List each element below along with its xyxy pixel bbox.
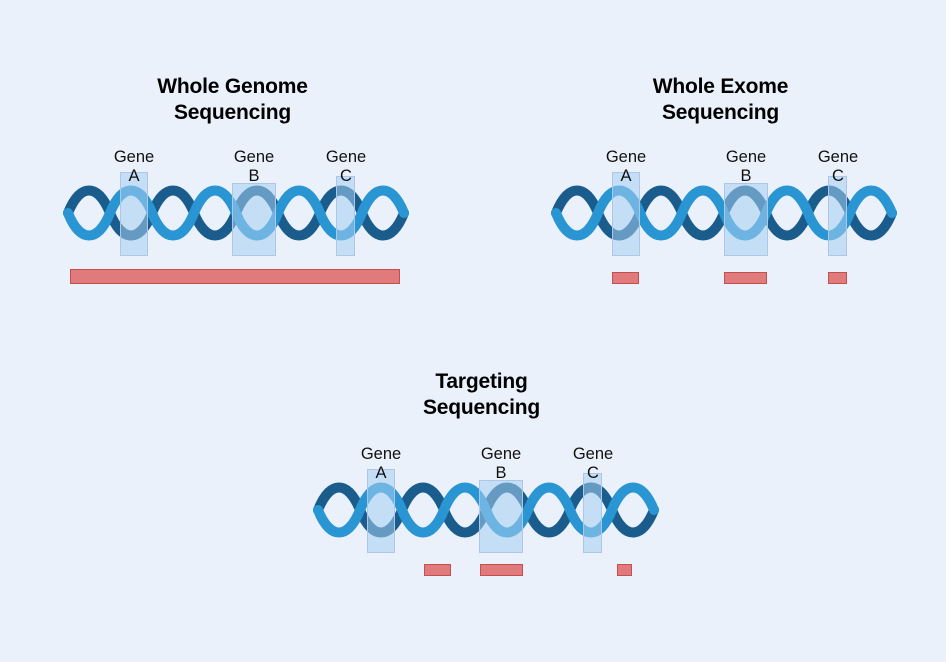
gene-box-a — [612, 172, 640, 256]
read-bar-gene-b — [724, 272, 767, 284]
gene-label-b: Gene B — [233, 148, 275, 185]
panel-whole-exome-sequencing: Whole Exome Sequencing Gene A Gene B Gen… — [490, 0, 946, 320]
panel-targeting-sequencing: Targeting Sequencing Gene A Gene B Gene … — [246, 300, 706, 600]
panel-title-whole-genome-sequencing: Whole Genome Sequencing — [157, 75, 308, 124]
read-bar-target-3 — [617, 564, 632, 576]
gene-label-a: Gene A — [360, 445, 402, 482]
gene-box-a — [120, 172, 148, 256]
read-bar-target-2 — [480, 564, 523, 576]
gene-label-c: Gene C — [572, 445, 614, 482]
gene-label-b: Gene B — [725, 148, 767, 185]
read-bar-whole-genome — [70, 269, 400, 284]
gene-label-c: Gene C — [817, 148, 859, 185]
read-bar-gene-c — [828, 272, 847, 284]
gene-box-c — [828, 176, 847, 256]
gene-label-b: Gene B — [480, 445, 522, 482]
gene-box-b — [479, 480, 523, 553]
gene-label-a: Gene A — [605, 148, 647, 185]
gene-label-c: Gene C — [325, 148, 367, 185]
gene-box-a — [367, 469, 395, 553]
panel-title-whole-exome-sequencing: Whole Exome Sequencing — [652, 75, 789, 124]
panel-title-targeting-sequencing: Targeting Sequencing — [422, 370, 541, 419]
read-bar-gene-a — [612, 272, 639, 284]
panel-whole-genome-sequencing: Whole Genome Sequencing Gene A Gene B Ge… — [0, 0, 470, 320]
gene-box-c — [583, 473, 602, 553]
gene-box-b — [232, 183, 276, 256]
read-bar-target-1 — [424, 564, 451, 576]
gene-label-a: Gene A — [113, 148, 155, 185]
gene-box-b — [724, 183, 768, 256]
gene-box-c — [336, 176, 355, 256]
